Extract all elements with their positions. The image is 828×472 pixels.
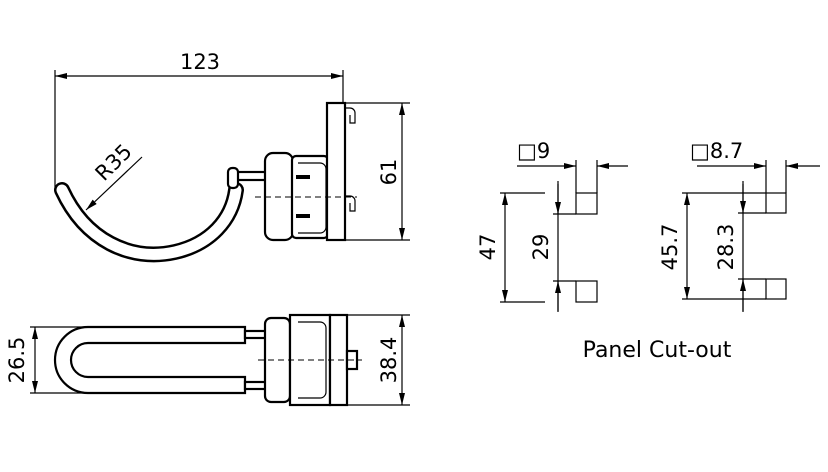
square-size-label: □8.7 [690, 139, 743, 163]
latch-detail [298, 321, 327, 399]
cutout-square-bottom [575, 280, 598, 303]
dim-38-4-label: 38.4 [377, 337, 401, 384]
cutout-square-top [765, 192, 787, 214]
square-size-label: □9 [517, 139, 550, 163]
clip-hook-bottom [345, 195, 356, 212]
caption: Panel Cut-out [583, 338, 732, 363]
dim-26-5-label: 26.5 [5, 337, 29, 384]
hook-pin [234, 170, 270, 182]
radius-label: R35 [91, 139, 137, 185]
dim-123-label: 123 [180, 50, 220, 74]
cutout-square-bottom [765, 278, 787, 300]
dim-29-label: 29 [529, 234, 553, 261]
mounting-plate [325, 101, 347, 242]
side-view: 123 R35 61 [54, 50, 410, 263]
cutout-a: □9 47 29 [476, 139, 628, 312]
clip-hook-top [345, 107, 356, 124]
latch-tooth [296, 175, 310, 179]
latch-tooth [296, 214, 310, 218]
dim-28-3-label: 28.3 [714, 224, 738, 271]
radius-leader [85, 156, 143, 211]
dim-45-7-label: 45.7 [658, 224, 682, 271]
top-view: 26.5 38.4 [5, 313, 410, 407]
dim-47-label: 47 [476, 234, 500, 261]
dim-61-label: 61 [377, 159, 401, 186]
cutout-square-top [575, 192, 598, 215]
hook-arm [56, 184, 242, 260]
u-handle [53, 325, 247, 395]
cutout-b: □8.7 45.7 28.3 [658, 139, 820, 312]
hook-joint [226, 166, 240, 190]
